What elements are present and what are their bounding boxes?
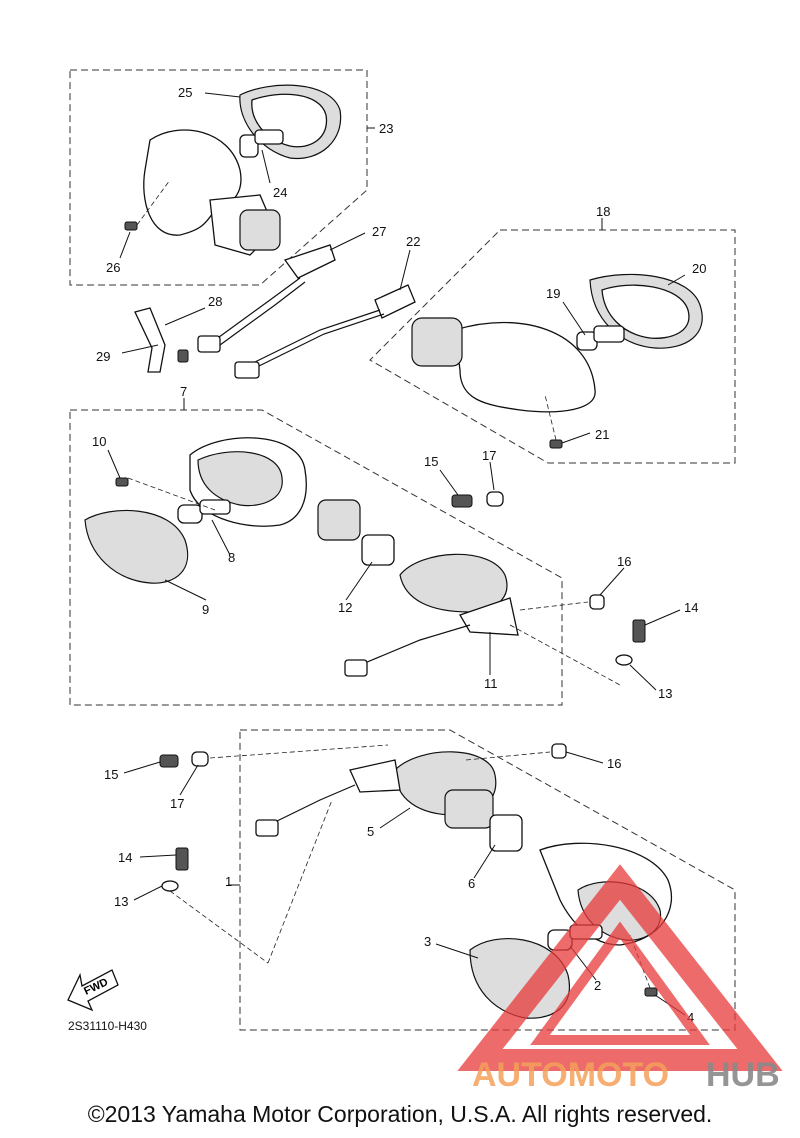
callout-29: 29	[96, 349, 110, 364]
wiring-top	[134, 277, 385, 379]
callout-28: 28	[208, 294, 222, 309]
copyright-notice: ©2013 Yamaha Motor Corporation, U.S.A. A…	[87, 1101, 713, 1127]
callout-20: 20	[692, 261, 706, 276]
turn-signal-assembly-23	[124, 84, 342, 279]
callout-7: 7	[180, 384, 187, 399]
callout-14: 14	[684, 600, 698, 615]
watermark-triangle-icon	[457, 864, 783, 1071]
assembly-7-boundary	[69, 409, 563, 706]
callout-5: 5	[367, 824, 374, 839]
callout-15-second: 15	[104, 767, 118, 782]
callout-12: 12	[338, 600, 352, 615]
assembly-23-boundary	[69, 69, 368, 286]
callout-16: 16	[617, 554, 631, 569]
callout-17: 17	[482, 448, 496, 463]
callout-13: 13	[658, 686, 672, 701]
watermark-text-part2: HUB	[706, 1056, 780, 1094]
assembly-18-boundary	[369, 229, 736, 464]
callout-19: 19	[546, 286, 560, 301]
callout-13-second: 13	[114, 894, 128, 909]
diagram-code: 2S31110-H430	[68, 1019, 147, 1033]
callout-14-second: 14	[118, 850, 132, 865]
callout-labels: 1 2 3 4 5 6 7 8 9 10 11 12 13 14 15 16 1…	[92, 85, 706, 1025]
callout-27: 27	[372, 224, 386, 239]
turn-signal-assembly-7	[84, 437, 646, 686]
assembly-1-boundary	[239, 729, 736, 1031]
callout-25: 25	[178, 85, 192, 100]
callout-2: 2	[594, 978, 601, 993]
parts-diagram: FWD 2S31110-H430	[67, 69, 783, 1094]
callout-21: 21	[595, 427, 609, 442]
callout-11: 11	[484, 676, 498, 691]
callout-3: 3	[424, 934, 431, 949]
callout-10: 10	[92, 434, 106, 449]
callout-17-second: 17	[170, 796, 184, 811]
callout-8: 8	[228, 550, 235, 565]
callout-26: 26	[106, 260, 120, 275]
callout-23: 23	[379, 121, 393, 136]
turn-signal-assembly-18	[374, 273, 703, 449]
watermark-text-part1: AUTOMOTO	[472, 1056, 669, 1094]
callout-9: 9	[202, 602, 209, 617]
callout-labels-second: 15 17 16 14 13	[104, 756, 621, 909]
callout-24: 24	[273, 185, 287, 200]
forward-direction-arrow: FWD	[67, 969, 119, 1012]
callout-6: 6	[468, 876, 475, 891]
callout-15: 15	[424, 454, 438, 469]
callout-22: 22	[406, 234, 420, 249]
callout-18: 18	[596, 204, 610, 219]
watermark-logo: AUTOMOTO HUB	[457, 864, 783, 1094]
callout-4: 4	[687, 1010, 694, 1025]
callout-16-second: 16	[607, 756, 621, 771]
callout-1: 1	[225, 874, 232, 889]
